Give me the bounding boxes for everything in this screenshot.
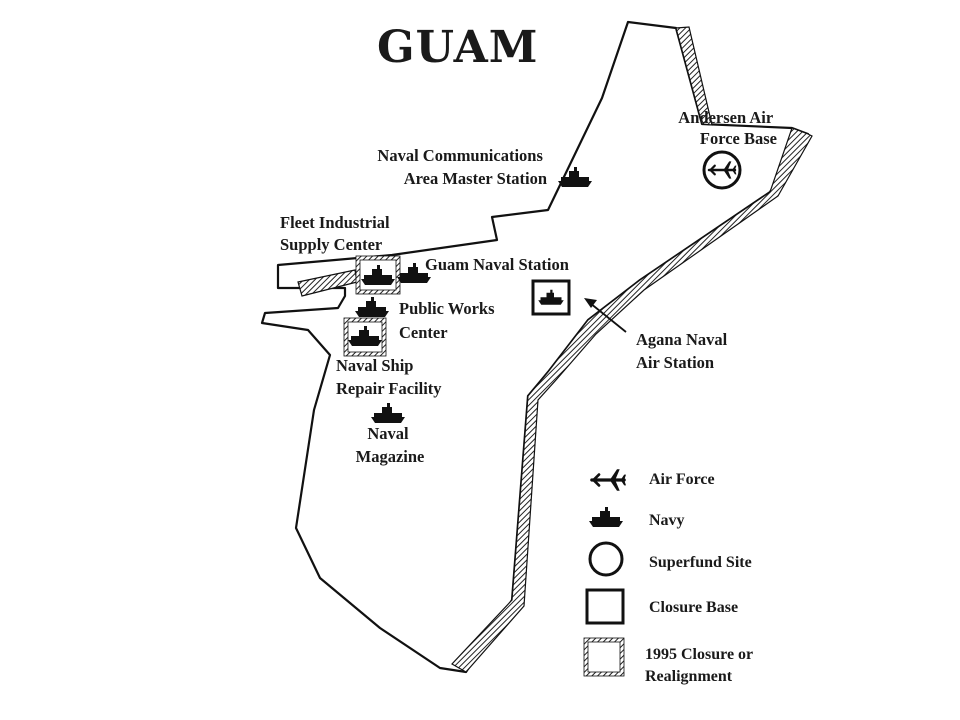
label-public-works-center: Public Works Center	[399, 299, 499, 342]
label-naval-magazine: Naval Magazine	[356, 424, 425, 466]
legend-label-navy: Navy	[649, 512, 685, 529]
closure-square-agana	[531, 279, 571, 316]
map-legend: Air Force Navy Superfund Site Closure Ba…	[583, 467, 757, 685]
legend-label-1995-closure-or-realignment: 1995 Closure or Realignment	[645, 646, 757, 685]
agana-pointer	[584, 298, 627, 333]
map-title: GUAM	[377, 22, 538, 73]
closure-square-icon	[585, 588, 625, 625]
label-fleet-industrial-supply-center: Fleet Industrial Supply Center	[280, 213, 394, 254]
air-force-icon	[590, 467, 628, 493]
label-andersen-air-force-base: Andersen Air Force Base	[678, 108, 777, 148]
legend-label-closure-base: Closure Base	[649, 599, 738, 616]
realignment-square-ship-repair	[343, 317, 387, 357]
legend-label-superfund-site: Superfund Site	[649, 554, 752, 571]
label-agana-naval-air-station: Agana Naval Air Station	[636, 330, 731, 372]
superfund-site-andersen	[702, 150, 742, 190]
label-guam-naval-station: Guam Naval Station	[425, 255, 569, 274]
label-naval-ship-repair-facility: Naval Ship Repair Facility	[336, 356, 442, 398]
island-shape	[260, 20, 813, 674]
superfund-circle-icon	[588, 541, 624, 577]
label-naval-communications: Naval Communications Area Master Station	[377, 146, 547, 188]
navy-ship-icon	[589, 507, 623, 527]
hatched-square-icon	[583, 637, 625, 677]
legend-label-air-force: Air Force	[649, 471, 715, 488]
